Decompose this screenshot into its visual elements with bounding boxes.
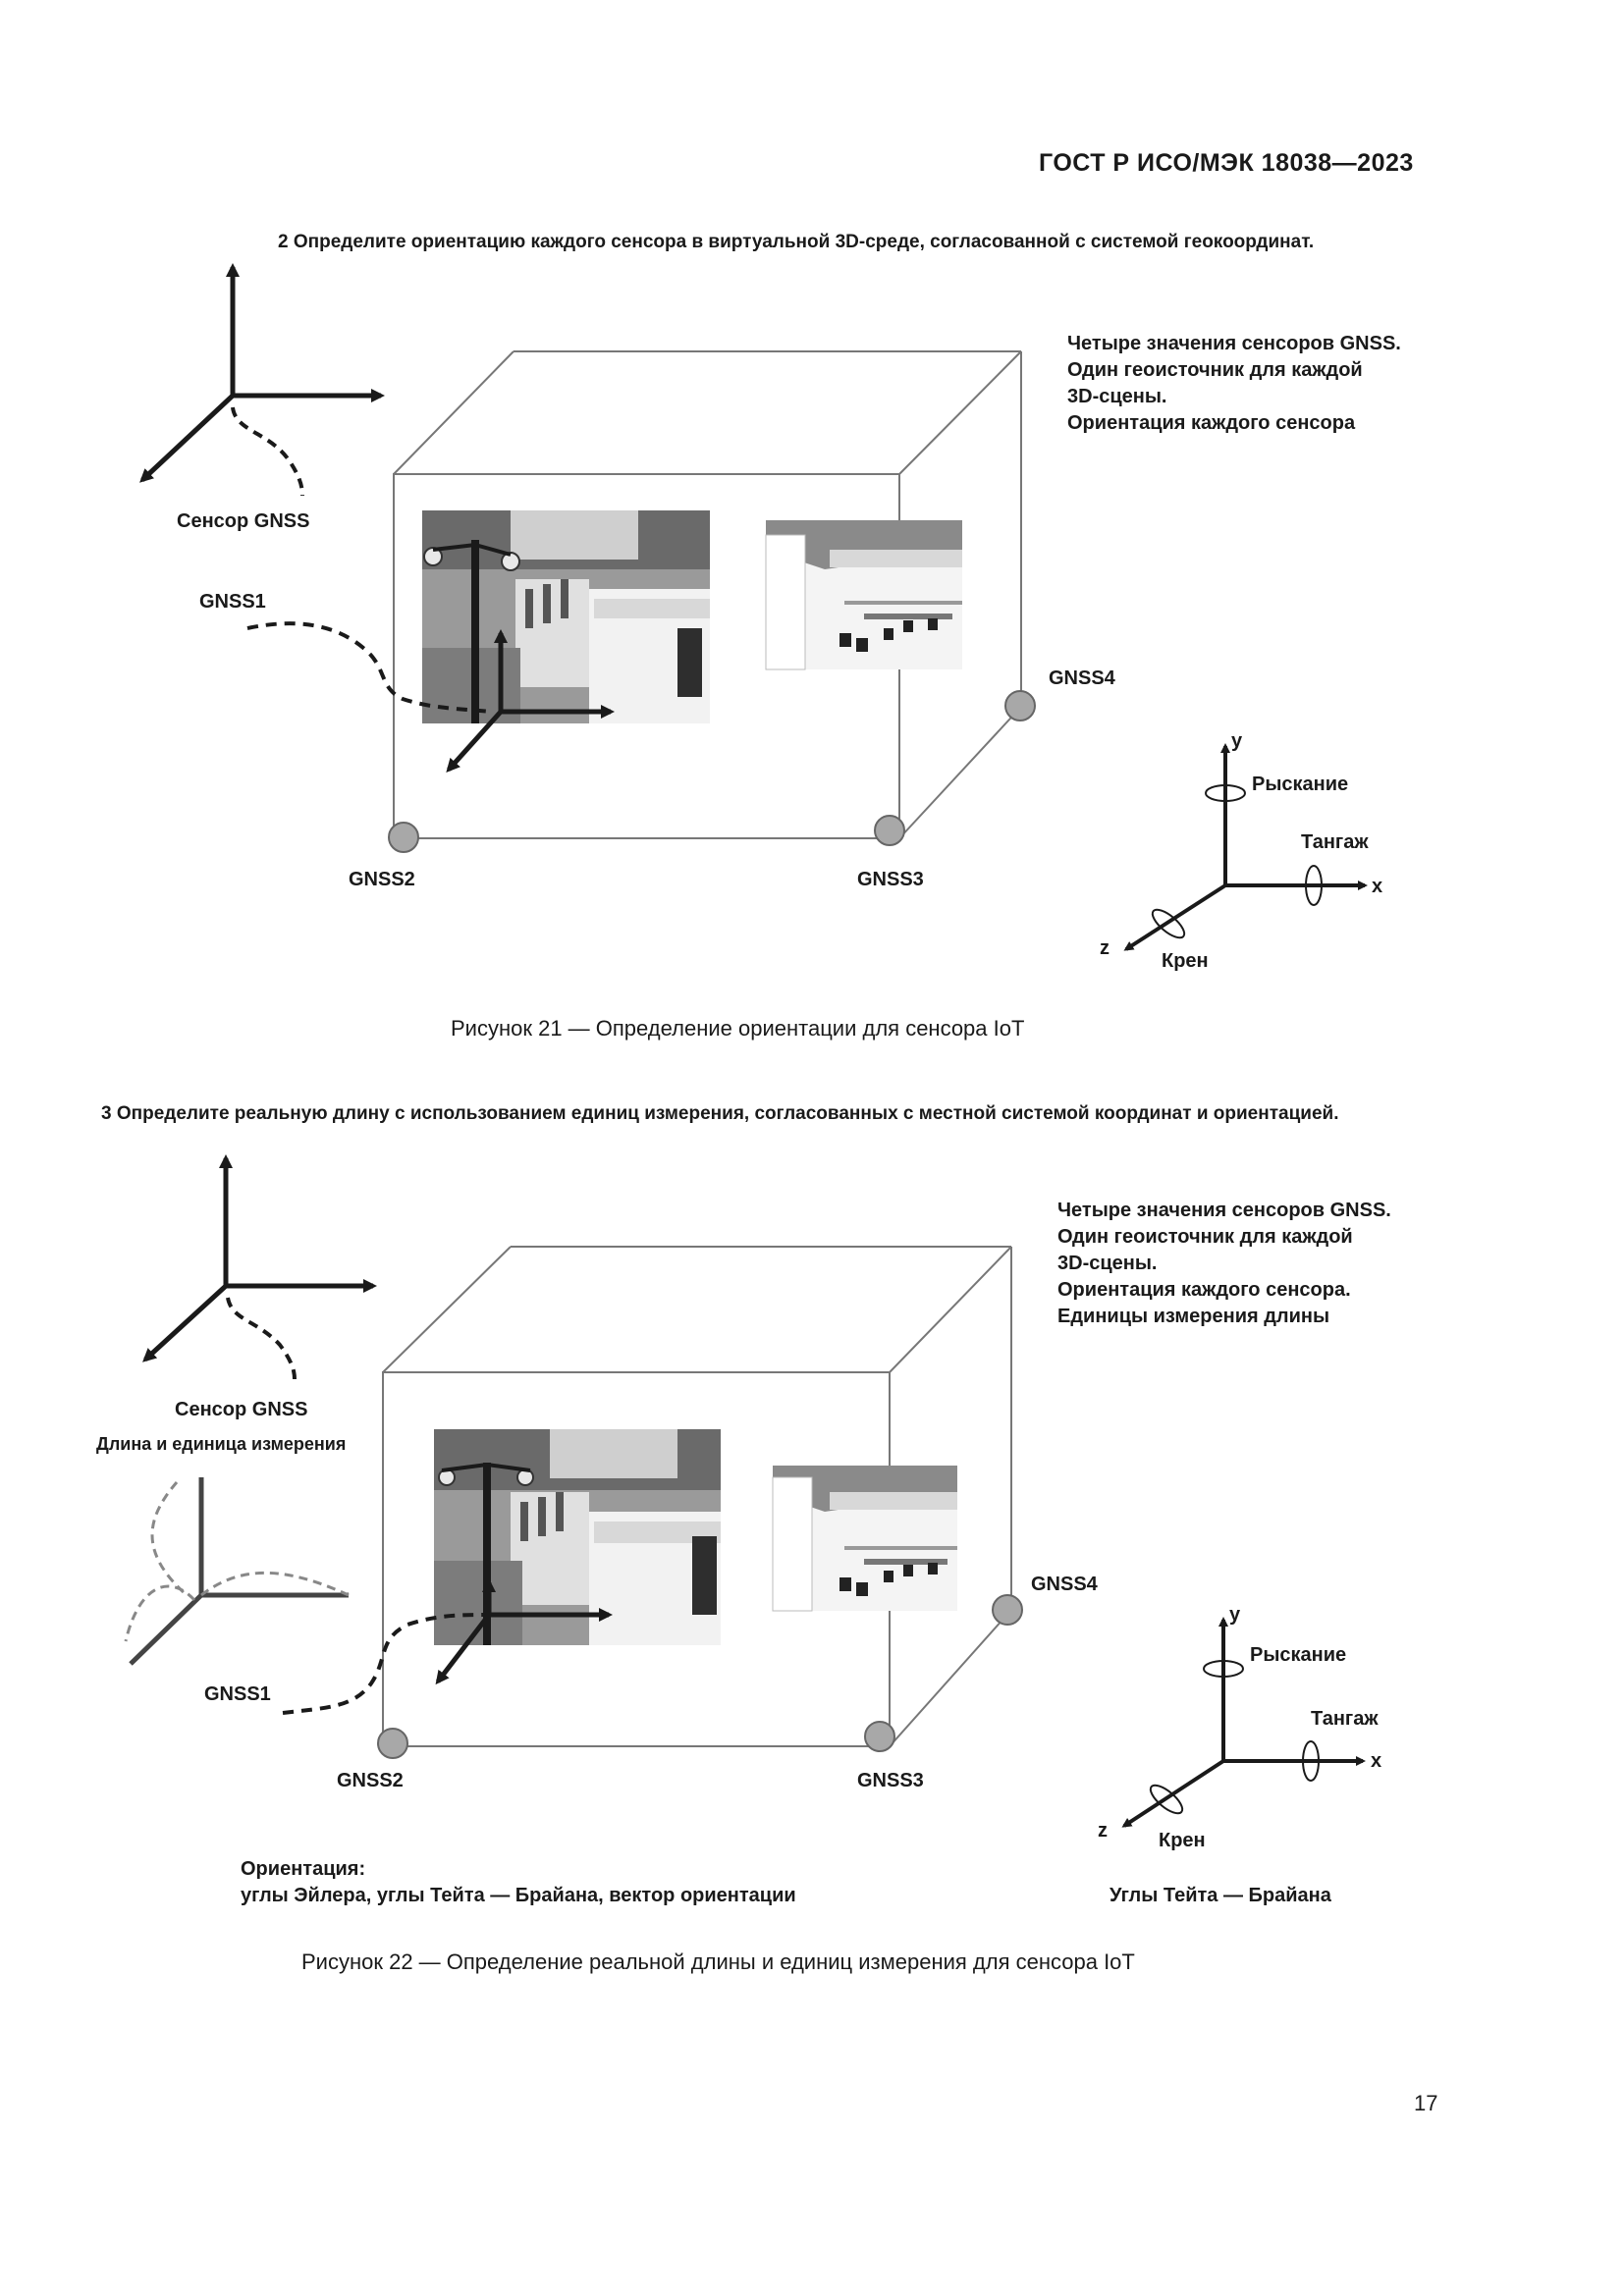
fig22-gnss4-marker [992, 1594, 1023, 1626]
fig21-info-line: 3D-сцены. [1067, 386, 1167, 407]
fig21-gnss3-label: GNSS3 [857, 869, 924, 890]
fig21-diagram [139, 263, 1368, 951]
fig21-gnss1-label: GNSS1 [199, 591, 266, 613]
fig21-gnss-sensor-label: Сенсор GNSS [177, 510, 310, 532]
fig21-scene-street [422, 510, 710, 723]
fig21-ypr-axes [1123, 743, 1368, 951]
fig22-gnss2-label: GNSS2 [337, 1770, 404, 1791]
fig22-gnss-sensor-axes [142, 1154, 377, 1362]
fig21-rotation-arrows [1151, 784, 1323, 939]
fig21-axis-y: y [1231, 730, 1243, 752]
fig21-info-line: Четыре значения сенсоров GNSS. [1067, 333, 1401, 354]
fig21-pitch-label: Тангаж [1301, 831, 1369, 853]
fig22-info-line: Единицы измерения длины [1057, 1306, 1330, 1327]
fig22-ypr-axes [1121, 1617, 1366, 1828]
fig21-gnss3-marker [874, 815, 905, 846]
fig21-gnss2-label: GNSS2 [349, 869, 415, 890]
fig21-yaw-label: Рыскание [1252, 774, 1349, 795]
fig21-axis-x: x [1372, 876, 1383, 897]
fig21-gnss4-marker [1004, 690, 1036, 721]
fig21-axis-z: z [1100, 937, 1110, 959]
fig22-axis-y: y [1229, 1604, 1241, 1626]
fig21-local-axes [446, 629, 615, 773]
fig21-gnss2-marker [388, 822, 419, 853]
fig21-gnss1-dashed-link [246, 621, 492, 714]
fig22-orientation-title: Ориентация: [241, 1858, 366, 1880]
fig22-local-axes [435, 1578, 613, 1685]
fig21-scene-interior [765, 520, 962, 670]
fig22-gnss3-label: GNSS3 [857, 1770, 924, 1791]
fig22-scene-interior [772, 1466, 957, 1612]
fig22-gnss2-marker [377, 1728, 408, 1759]
fig22-info-line: 3D-сцены. [1057, 1253, 1158, 1274]
fig22-pitch-label: Тангаж [1311, 1708, 1379, 1730]
fig22-rotation-arrows [1149, 1660, 1320, 1815]
fig22-axis-x: x [1371, 1750, 1382, 1772]
fig22-info-block: Четыре значения сенсоров GNSS. Один геои… [1057, 1198, 1391, 1330]
fig22-gnss-sensor-label: Сенсор GNSS [175, 1399, 308, 1420]
fig21-sensor-dashed-link [231, 406, 304, 497]
fig22-gnss3-marker [864, 1721, 895, 1752]
fig22-info-line: Один геоисточник для каждой [1057, 1226, 1353, 1248]
fig22-sensor-dashed-link [226, 1297, 297, 1380]
fig21-info-block: Четыре значения сенсоров GNSS. Один геои… [1067, 331, 1401, 437]
fig21-caption: Рисунок 21 — Определение ориентации для … [451, 1016, 1025, 1041]
fig22-tait-bryan-label: Углы Тейта — Брайана [1110, 1885, 1331, 1906]
fig22-gnss1-dashed-link [282, 1613, 492, 1715]
fig22-orientation-text: углы Эйлера, углы Тейта — Брайана, векто… [241, 1885, 796, 1906]
fig22-gnss1-label: GNSS1 [204, 1683, 271, 1705]
fig22-caption: Рисунок 22 — Определение реальной длины … [301, 1949, 1135, 1974]
fig21-info-line: Один геоисточник для каждой [1067, 359, 1363, 381]
fig22-yaw-label: Рыскание [1250, 1644, 1347, 1666]
fig22-length-axes [124, 1477, 350, 1666]
fig21-info-line: Ориентация каждого сенсора [1067, 412, 1356, 434]
fig22-info-line: Четыре значения сенсоров GNSS. [1057, 1200, 1391, 1221]
fig22-length-label: Длина и единица измерения [96, 1434, 347, 1454]
fig21-gnss-sensor-axes [139, 263, 385, 483]
fig21-step-text: 2 Определите ориентацию каждого сенсора … [278, 232, 1315, 252]
document-header: ГОСТ Р ИСО/МЭК 18038—2023 [1039, 149, 1414, 177]
fig22-diagram [124, 1154, 1366, 1828]
fig22-info-line: Ориентация каждого сенсора. [1057, 1279, 1351, 1301]
fig22-step-text: 3 Определите реальную длину с использова… [101, 1103, 1339, 1124]
fig21-gnss4-label: GNSS4 [1049, 667, 1115, 689]
fig22-roll-label: Крен [1159, 1830, 1206, 1851]
fig22-axis-z: z [1098, 1820, 1108, 1842]
fig22-gnss4-label: GNSS4 [1031, 1574, 1098, 1595]
page-number: 17 [1414, 2091, 1438, 2115]
fig21-roll-label: Крен [1162, 950, 1209, 972]
